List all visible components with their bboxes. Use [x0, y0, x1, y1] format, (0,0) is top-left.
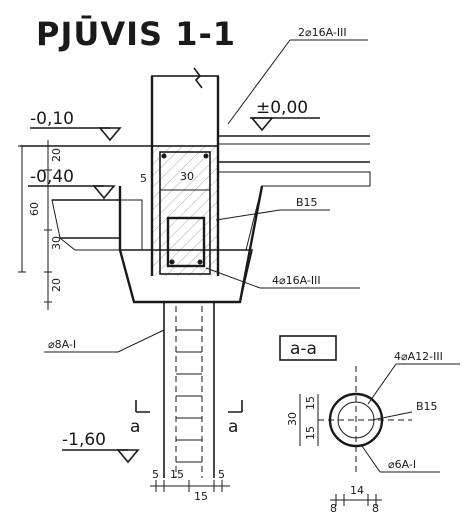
dim-15-section-top: 15 [304, 396, 317, 410]
level-marker-zero: ±0,00 [250, 98, 320, 132]
dim-8-right: 8 [372, 502, 379, 515]
footing-outline [118, 185, 264, 304]
svg-text:-0,40: -0,40 [30, 167, 74, 187]
leader-concrete [215, 209, 281, 221]
dim-5-beam: 5 [140, 172, 147, 185]
section-letter-right: a [228, 417, 238, 437]
dim-30-beam: 30 [180, 170, 194, 183]
dim-8-left: 8 [330, 502, 337, 515]
label-concrete: B15 [296, 196, 318, 209]
leader-pile-rebar [367, 363, 397, 405]
dim-20-top: 20 [50, 148, 63, 162]
rebar-cage-inner [166, 216, 206, 268]
section-letter-left: a [130, 417, 140, 437]
rebar-dot-3 [169, 259, 175, 265]
section-cut-left [135, 400, 150, 413]
rebar-dot-4 [197, 259, 203, 265]
leader-pile-concrete [371, 411, 413, 421]
section-cut-right [228, 400, 243, 413]
section-dim-bottom-ticks [335, 494, 377, 506]
dim-15-section-bottom: 15 [304, 426, 317, 440]
label-pile-rebar: 4⌀A12-III [394, 350, 443, 363]
dim-60: 60 [28, 202, 41, 216]
leader-bottom-rebar [205, 267, 261, 289]
section-mark-label: a-a [290, 339, 317, 359]
level-marker-minus-0-10: -0,10 [30, 109, 122, 142]
dim-ticks-left [18, 145, 52, 303]
dim-5-left: 5 [152, 468, 159, 481]
break-mark [193, 67, 203, 89]
dim-30: 30 [50, 236, 63, 250]
wall-above-grade [151, 75, 219, 147]
concrete-left [51, 199, 143, 251]
svg-text:-0,10: -0,10 [30, 109, 74, 129]
leader-pile-stirrup [361, 445, 381, 473]
concrete-right [217, 171, 371, 251]
label-bottom-rebar: 4⌀16A-III [272, 274, 321, 287]
svg-text:-1,60: -1,60 [62, 430, 106, 450]
leader-stirrup [117, 329, 165, 353]
label-pile-stirrup: ⌀6A-I [388, 458, 416, 471]
leader-top-rebar [227, 39, 291, 125]
dim-14: 14 [350, 484, 364, 497]
pile-stirrups [176, 329, 202, 463]
section-mark-box [279, 335, 337, 361]
svg-text:±0,00: ±0,00 [256, 98, 308, 118]
grade-beam [152, 146, 218, 276]
rebar-dot-1 [161, 153, 167, 159]
drawing-title: PJŪVIS 1-1 [36, 15, 236, 53]
level-marker-minus-0-40: -0,40 [28, 167, 116, 200]
dim-bottom-ticks [155, 480, 223, 492]
label-stirrup: ⌀8A-I [48, 338, 76, 351]
dim-30-section: 30 [286, 412, 299, 426]
label-top-rebar: 2⌀16A-III [298, 26, 347, 39]
dim-5-right: 5 [218, 468, 225, 481]
label-pile-concrete: B15 [416, 400, 438, 413]
dim-20-bottom: 20 [50, 278, 63, 292]
level-marker-minus-1-60: -1,60 [62, 430, 140, 464]
rebar-cage-outer [159, 151, 211, 275]
dim-15-left: 15 [170, 468, 184, 481]
rebar-dot-2 [203, 153, 209, 159]
dim-15-right: 15 [194, 490, 208, 503]
